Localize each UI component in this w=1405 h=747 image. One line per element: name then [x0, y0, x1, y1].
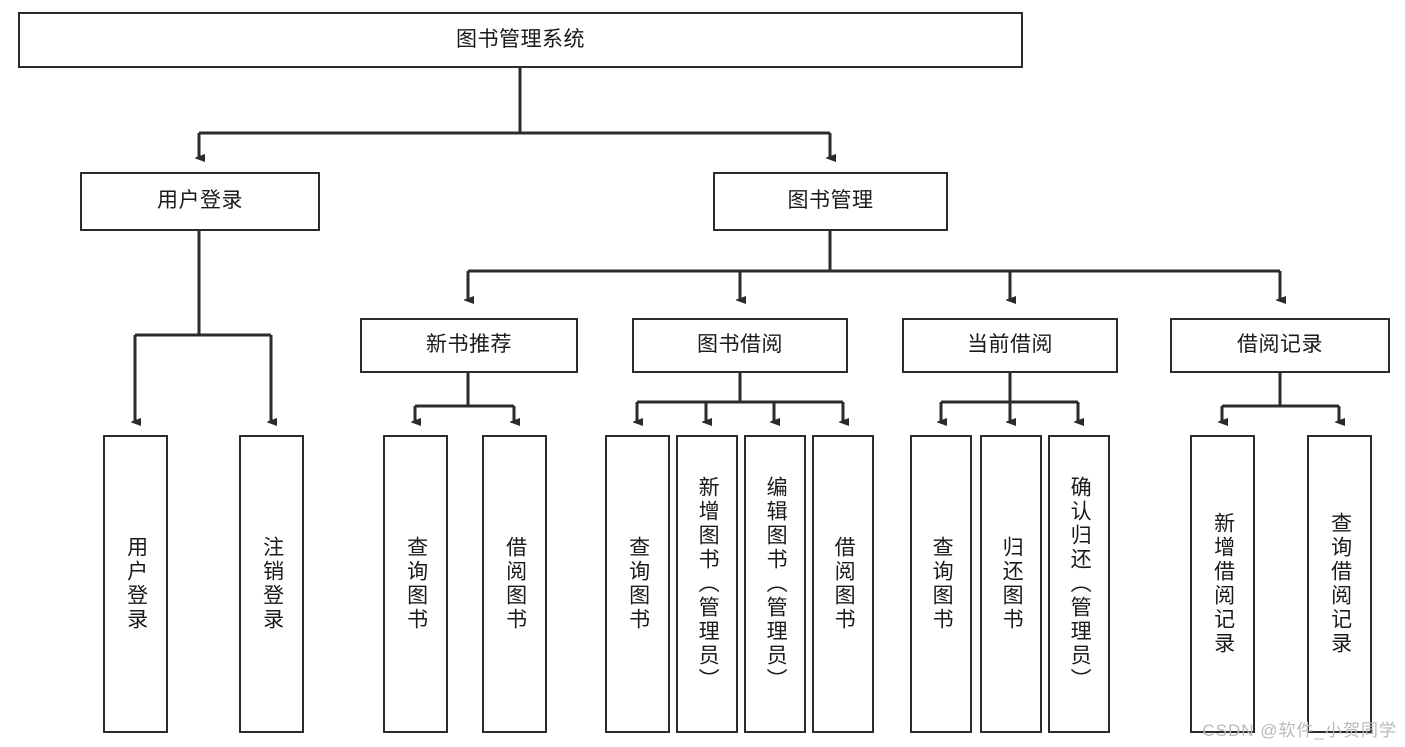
leaf-query-book-2-label: 查询图书	[626, 536, 650, 632]
leaf-query-book-3[interactable]: 查询图书	[910, 435, 972, 733]
node-current-borrow[interactable]: 当前借阅	[902, 318, 1118, 373]
leaf-query-book-1[interactable]: 查询图书	[383, 435, 448, 733]
node-book-manage[interactable]: 图书管理	[713, 172, 948, 231]
leaf-borrow-book-1[interactable]: 借阅图书	[482, 435, 547, 733]
leaf-user-login-label: 用户登录	[124, 536, 148, 632]
node-user-login-label: 用户登录	[157, 189, 243, 213]
node-book-manage-label: 图书管理	[787, 189, 874, 213]
leaf-return-book-label: 归还图书	[1000, 536, 1024, 632]
leaf-confirm-return[interactable]: 确认归还（管理员）	[1048, 435, 1110, 733]
node-current-borrow-label: 当前借阅	[967, 333, 1053, 357]
node-borrow-record[interactable]: 借阅记录	[1170, 318, 1390, 373]
leaf-user-login[interactable]: 用户登录	[103, 435, 168, 733]
leaf-borrow-book-2-label: 借阅图书	[832, 536, 856, 632]
node-new-book-recommend-label: 新书推荐	[426, 333, 512, 357]
leaf-query-book-1-label: 查询图书	[404, 536, 428, 632]
node-borrow-record-label: 借阅记录	[1237, 333, 1323, 357]
node-root-label: 图书管理系统	[456, 27, 585, 51]
node-new-book-recommend[interactable]: 新书推荐	[360, 318, 578, 373]
leaf-return-book[interactable]: 归还图书	[980, 435, 1042, 733]
leaf-confirm-return-label: 确认归还（管理员）	[1068, 476, 1092, 692]
node-book-borrow[interactable]: 图书借阅	[632, 318, 848, 373]
leaf-query-book-2[interactable]: 查询图书	[605, 435, 670, 733]
node-user-login[interactable]: 用户登录	[80, 172, 320, 231]
leaf-add-book[interactable]: 新增图书（管理员）	[676, 435, 738, 733]
node-root[interactable]: 图书管理系统	[18, 12, 1023, 68]
leaf-add-record-label: 新增借阅记录	[1211, 512, 1235, 656]
leaf-add-record[interactable]: 新增借阅记录	[1190, 435, 1255, 733]
leaf-user-logout[interactable]: 注销登录	[239, 435, 304, 733]
csdn-watermark: CSDN @软件_小贺同学	[1202, 721, 1397, 740]
leaf-add-book-label: 新增图书（管理员）	[696, 476, 720, 692]
leaf-borrow-book-1-label: 借阅图书	[503, 536, 527, 632]
leaf-edit-book[interactable]: 编辑图书（管理员）	[744, 435, 806, 733]
leaf-user-logout-label: 注销登录	[260, 536, 284, 632]
node-book-borrow-label: 图书借阅	[697, 333, 783, 357]
leaf-query-record[interactable]: 查询借阅记录	[1307, 435, 1372, 733]
leaf-query-record-label: 查询借阅记录	[1328, 512, 1352, 656]
leaf-query-book-3-label: 查询图书	[930, 536, 954, 632]
leaf-edit-book-label: 编辑图书（管理员）	[764, 476, 788, 692]
leaf-borrow-book-2[interactable]: 借阅图书	[812, 435, 874, 733]
